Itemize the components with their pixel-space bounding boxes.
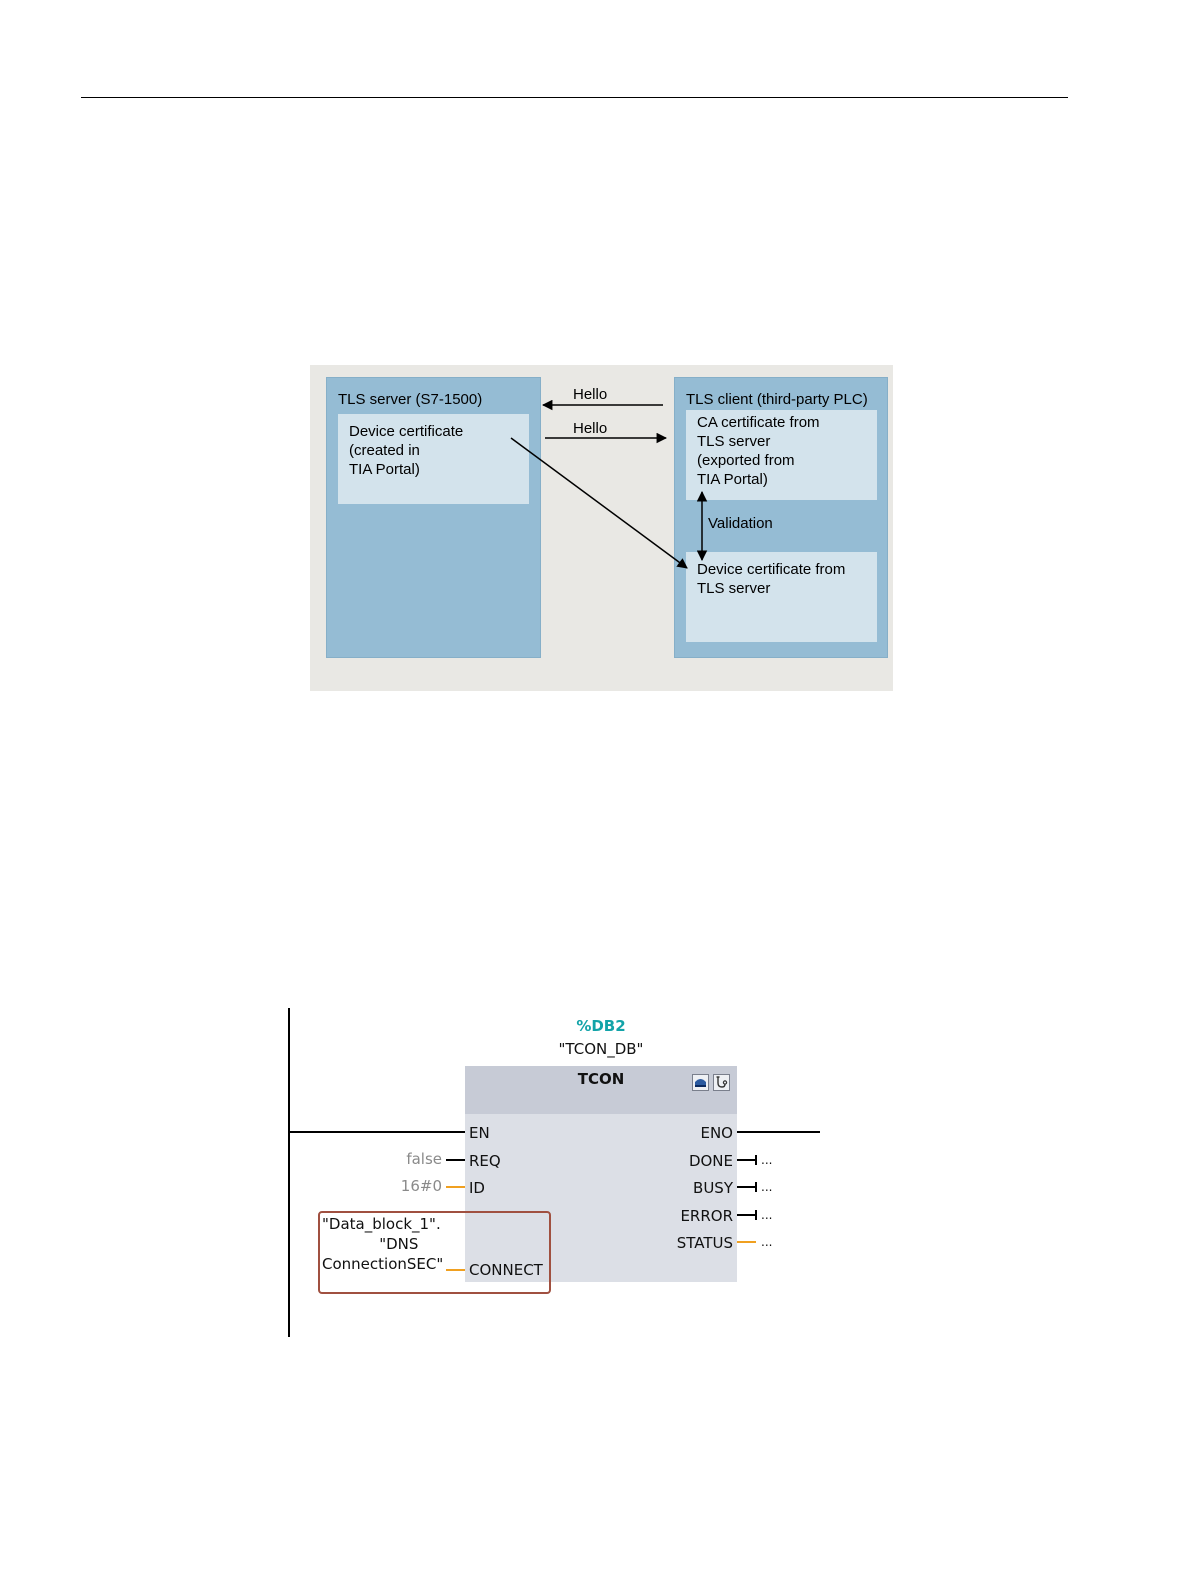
server-device-cert-text: Device certificate (created in TIA Porta…	[349, 423, 464, 478]
tls-client-title: TLS client (third-party PLC)	[686, 391, 868, 408]
client-device-cert-text: Device certificate from TLS server	[697, 561, 846, 597]
instance-db-name: "TCON_DB"	[558, 1040, 644, 1058]
error-value[interactable]: ...	[761, 1208, 773, 1222]
certificate-transfer-arrow	[510, 437, 688, 569]
pin-error: ERROR	[680, 1207, 733, 1225]
connect-parameter-highlight	[318, 1211, 551, 1294]
hello-label-client: Hello	[573, 386, 608, 403]
server-device-cert-box	[338, 414, 529, 504]
status-value[interactable]: ...	[761, 1235, 773, 1249]
validation-label: Validation	[708, 515, 773, 532]
client-device-cert-box	[686, 552, 877, 642]
block-diagnostics-icon[interactable]	[713, 1074, 730, 1091]
ca-cert-text: CA certificate from TLS server (exported…	[697, 414, 820, 488]
block-config-icon[interactable]	[692, 1074, 709, 1091]
pin-en: EN	[469, 1124, 490, 1142]
pin-busy: BUSY	[693, 1179, 733, 1197]
hello-label-server: Hello	[573, 420, 608, 437]
instance-db-number: %DB2	[576, 1017, 626, 1035]
id-value[interactable]: 16#0	[400, 1177, 442, 1195]
tcon-block-body[interactable]	[465, 1114, 737, 1282]
header-rule	[81, 97, 1068, 98]
pin-req: REQ	[469, 1152, 501, 1170]
tcon-block-header[interactable]	[465, 1066, 737, 1114]
pin-eno: ENO	[700, 1124, 733, 1142]
tls-server-title: TLS server (S7-1500)	[338, 391, 483, 408]
busy-value[interactable]: ...	[761, 1180, 773, 1194]
pin-connect: CONNECT	[469, 1261, 543, 1279]
pin-id: ID	[469, 1179, 485, 1197]
done-value[interactable]: ...	[761, 1153, 773, 1167]
connect-value[interactable]: "Data_block_1". "DNS ConnectionSEC"	[322, 1215, 444, 1273]
ca-cert-box	[686, 410, 877, 500]
pin-done: DONE	[688, 1152, 733, 1170]
pin-status: STATUS	[676, 1234, 733, 1252]
tcon-block-title: TCON	[577, 1070, 625, 1088]
req-value[interactable]: false	[406, 1150, 442, 1168]
